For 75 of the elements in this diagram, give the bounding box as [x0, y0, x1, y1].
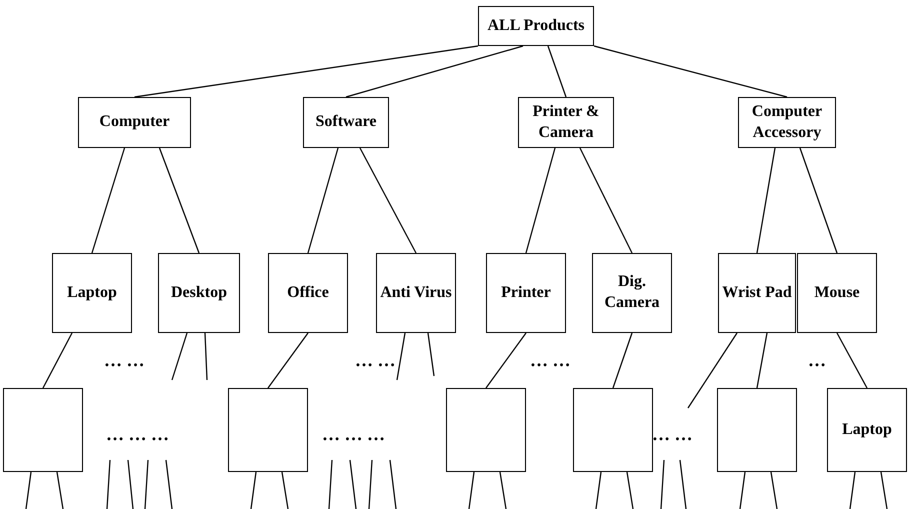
ellipsis-mark: … … — [104, 350, 144, 371]
ellipsis-mark: … … — [652, 424, 692, 445]
tree-line — [359, 148, 417, 254]
tree-line — [91, 148, 126, 254]
category-box — [376, 253, 456, 333]
tree-line — [756, 332, 768, 388]
tree-line — [134, 45, 478, 98]
tree-line — [42, 332, 73, 388]
tree-line — [396, 332, 406, 380]
ellipsis-mark: … … — [530, 350, 570, 371]
node-label: Laptop — [842, 420, 892, 440]
tree-line — [836, 332, 868, 388]
category-box — [303, 97, 389, 148]
node-label: Printer & Camera — [532, 102, 600, 142]
empty-box — [3, 388, 83, 472]
tree-line — [250, 472, 257, 509]
empty-box — [446, 388, 526, 472]
tree-line — [204, 332, 208, 380]
category-box — [478, 6, 594, 46]
tree-line — [486, 332, 526, 388]
ellipsis-mark: … … — [355, 350, 396, 371]
empty-box — [717, 388, 797, 472]
tree-line — [756, 148, 776, 254]
tree-line — [739, 472, 746, 509]
node-label: Dig. Camera — [603, 272, 661, 313]
tree-line — [158, 148, 200, 254]
empty-box — [228, 388, 308, 472]
tree-line — [688, 332, 738, 408]
category-box — [592, 253, 672, 333]
node-label: Desktop — [170, 282, 227, 303]
tree-line — [468, 472, 475, 509]
tree-line — [770, 472, 778, 509]
tree-line — [25, 472, 32, 509]
tree-line — [595, 472, 602, 509]
tree-line — [594, 45, 788, 98]
ellipsis-mark: … … … — [106, 424, 169, 445]
tree-line — [56, 472, 64, 509]
node-label: Computer — [99, 112, 170, 132]
category-box — [268, 253, 348, 333]
tree-line — [171, 332, 188, 380]
tree-line — [799, 148, 838, 254]
category-box — [78, 97, 191, 148]
tree-line — [525, 148, 556, 254]
category-box — [738, 97, 836, 148]
tree-line — [268, 332, 308, 388]
node-label: Printer — [501, 282, 551, 303]
tree-line — [626, 472, 634, 509]
tree-line — [579, 148, 633, 254]
node-label: Wrist Pad — [722, 282, 792, 303]
node-label: Software — [315, 112, 377, 132]
ellipsis-mark: … — [808, 350, 826, 371]
empty-box — [573, 388, 653, 472]
node-label: ALL Products — [487, 16, 585, 36]
ellipsis-mark: … … … — [322, 424, 385, 445]
tree-line — [612, 332, 633, 388]
tree-line — [427, 332, 435, 376]
tree-line — [346, 45, 524, 98]
category-box — [52, 253, 132, 333]
category-box — [827, 388, 907, 472]
tree-line — [849, 472, 856, 509]
category-box — [486, 253, 566, 333]
tree-line — [307, 148, 339, 254]
tree-line — [547, 46, 567, 98]
node-label: Office — [287, 282, 329, 303]
tree-line — [880, 472, 888, 509]
node-label: Anti Virus — [380, 282, 452, 303]
category-box — [518, 97, 614, 148]
category-box — [718, 253, 796, 333]
node-label: Laptop — [67, 282, 117, 303]
category-box — [797, 253, 877, 333]
tree-line — [281, 472, 289, 509]
tree-line — [499, 472, 507, 509]
node-label: Mouse — [814, 282, 860, 303]
category-box — [158, 253, 240, 333]
node-label: Computer Accessory — [750, 102, 824, 142]
